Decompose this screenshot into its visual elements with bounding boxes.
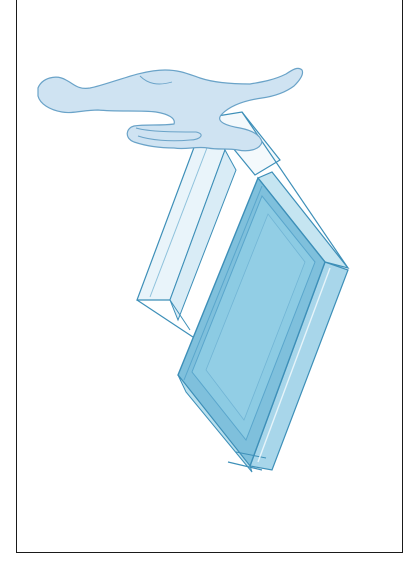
glass-panel-illustration bbox=[0, 0, 405, 573]
